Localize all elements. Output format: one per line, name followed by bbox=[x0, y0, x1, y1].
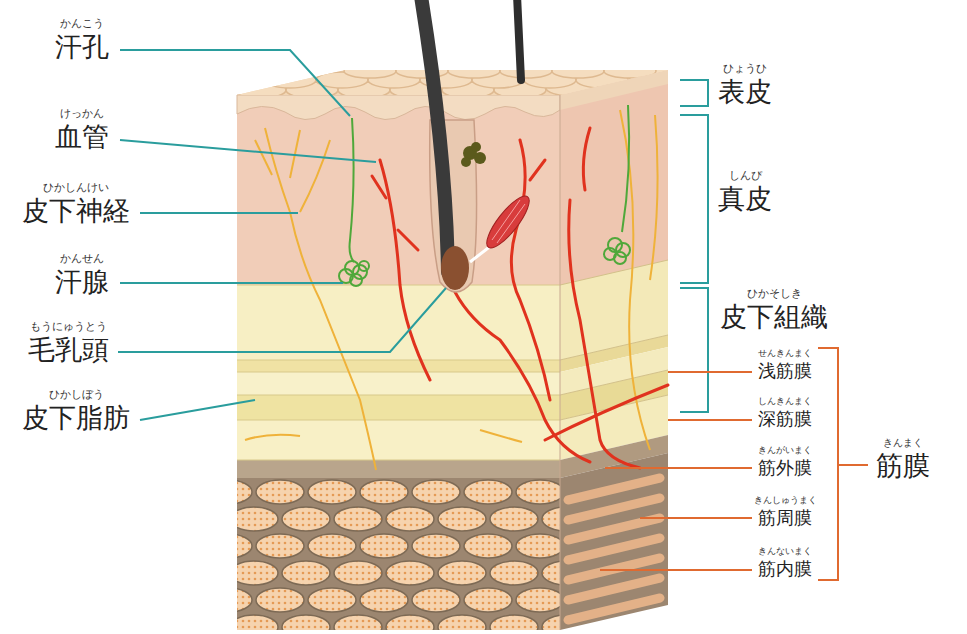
blood-vessels bbox=[372, 128, 668, 468]
muscle-cell bbox=[256, 480, 304, 504]
front-face bbox=[237, 95, 560, 630]
muscle-cell bbox=[308, 480, 356, 504]
furigana: かんこう bbox=[60, 18, 104, 30]
part-label: 表皮 bbox=[718, 78, 772, 106]
part-label: 筋内膜 bbox=[758, 560, 812, 579]
muscle-cell bbox=[237, 534, 252, 558]
muscle-cell bbox=[516, 588, 560, 612]
muscle-cell bbox=[464, 588, 512, 612]
muscle-cell bbox=[386, 507, 434, 531]
muscle-cell bbox=[438, 561, 486, 585]
muscle-cell bbox=[360, 480, 408, 504]
furigana: ひかしんけい bbox=[43, 182, 109, 194]
furigana: きんないまく bbox=[758, 547, 812, 556]
muscle-cell bbox=[516, 534, 560, 558]
muscle-cell bbox=[438, 507, 486, 531]
muscle-cell bbox=[334, 615, 382, 630]
muscle-cell bbox=[308, 588, 356, 612]
muscle-cell bbox=[386, 615, 434, 630]
furigana: しんきんまく bbox=[758, 397, 812, 406]
muscle-cell bbox=[464, 534, 512, 558]
part-label: 筋周膜 bbox=[758, 509, 812, 528]
part-label: 筋外膜 bbox=[758, 459, 812, 478]
part-label: 真皮 bbox=[718, 185, 772, 213]
muscle-cell bbox=[490, 561, 538, 585]
furigana: せんきんまく bbox=[758, 349, 812, 358]
muscle-cell bbox=[360, 534, 408, 558]
muscle-cell bbox=[490, 615, 538, 630]
muscle-cell bbox=[490, 507, 538, 531]
sweat-glands bbox=[339, 105, 630, 286]
muscle-cell bbox=[542, 507, 560, 531]
muscle-cell bbox=[542, 615, 560, 630]
muscle-cell bbox=[412, 480, 460, 504]
muscle-cell bbox=[412, 534, 460, 558]
muscle-cells bbox=[237, 480, 560, 630]
muscle-cell bbox=[237, 615, 278, 630]
muscle-cell bbox=[334, 561, 382, 585]
muscle-cell bbox=[282, 507, 330, 531]
muscle-cell bbox=[360, 588, 408, 612]
fascia-leaders bbox=[600, 348, 868, 580]
muscle-cell bbox=[256, 534, 304, 558]
furigana: かんせん bbox=[60, 253, 104, 265]
muscle-cell bbox=[282, 615, 330, 630]
furigana: きんしゅうまく bbox=[754, 496, 817, 505]
muscle-cell bbox=[464, 480, 512, 504]
muscle-cell bbox=[334, 507, 382, 531]
furigana: ひょうひ bbox=[723, 63, 767, 75]
muscle-cell bbox=[386, 561, 434, 585]
furigana: きんがいまく bbox=[758, 446, 812, 455]
muscle-cell bbox=[438, 615, 486, 630]
muscle-cell bbox=[237, 507, 278, 531]
furigana: しんぴ bbox=[729, 170, 762, 182]
part-label: 筋膜 bbox=[876, 452, 930, 480]
leader-lines bbox=[118, 50, 446, 420]
part-label: 汗孔 bbox=[55, 33, 109, 61]
furigana: ひかそしき bbox=[747, 288, 802, 300]
muscle-cell bbox=[412, 588, 460, 612]
furigana: もうにゅうとう bbox=[30, 321, 107, 333]
part-label: 皮下組織 bbox=[720, 303, 828, 331]
part-label: 汗腺 bbox=[55, 268, 109, 296]
part-label: 深筋膜 bbox=[758, 410, 812, 429]
top-face bbox=[234, 64, 680, 98]
furigana: ひかしぼう bbox=[49, 389, 104, 401]
muscle-cell bbox=[282, 561, 330, 585]
muscle-cell bbox=[308, 534, 356, 558]
muscle-cell bbox=[256, 588, 304, 612]
furigana: けっかん bbox=[60, 108, 104, 120]
part-label: 皮下神経 bbox=[22, 197, 130, 225]
part-label: 血管 bbox=[55, 123, 109, 151]
part-label: 毛乳頭 bbox=[28, 336, 109, 364]
muscle-cell bbox=[542, 561, 560, 585]
right-face bbox=[560, 70, 668, 630]
part-label: 浅筋膜 bbox=[758, 362, 812, 381]
muscle-cell bbox=[237, 561, 278, 585]
muscle-cell bbox=[237, 588, 252, 612]
muscle-cell bbox=[237, 480, 252, 504]
muscle-cell bbox=[516, 480, 560, 504]
hair bbox=[420, 0, 536, 292]
furigana: きんまく bbox=[883, 438, 923, 449]
part-label: 皮下脂肪 bbox=[22, 404, 130, 432]
layer-brackets bbox=[680, 80, 708, 412]
